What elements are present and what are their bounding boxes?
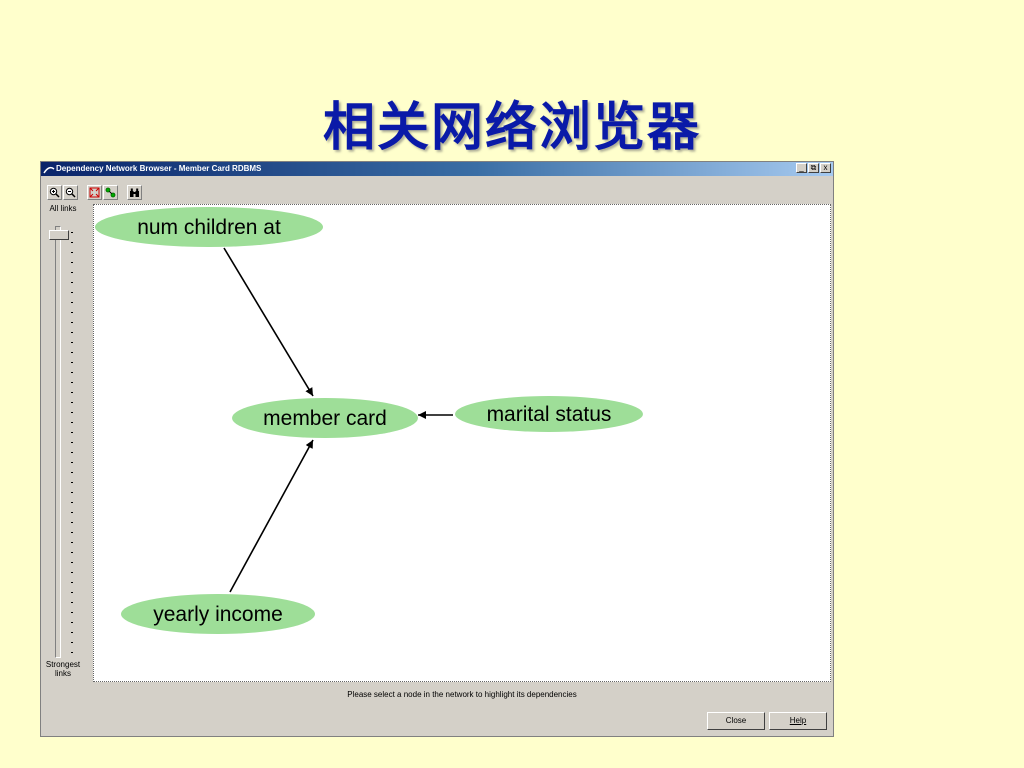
find-binoculars-icon [130,188,139,197]
zoom-in-icon [49,187,60,198]
node-member-card[interactable]: member card [232,398,418,438]
window-titlebar[interactable]: Dependency Network Browser - Member Card… [41,162,833,176]
status-text: Please select a node in the network to h… [347,690,577,699]
slider-bottom-label-line1: Strongest [45,660,81,669]
node-num-children[interactable]: num children at [95,207,323,247]
edge-num-children-to-member-card [223,247,314,397]
dependency-network-window: Dependency Network Browser - Member Card… [40,161,834,737]
node-ellipse[interactable] [455,396,643,432]
window-title: Dependency Network Browser - Member Card… [56,164,262,173]
node-label: marital status [487,403,612,426]
show-links-button[interactable] [103,184,118,200]
link-strength-slider[interactable] [55,226,61,658]
show-links-icon [105,187,116,197]
restore-button[interactable]: ⧉ [808,163,819,173]
minimize-button[interactable]: _ [796,163,807,173]
fit-to-window-icon [89,187,100,197]
node-ellipse[interactable] [232,398,418,438]
network-canvas[interactable]: num children at member card marital status… [93,204,831,682]
zoom-out-icon [65,187,76,198]
slider-top-label: All links [49,204,77,213]
slider-bottom-label: Strongest links [41,660,85,678]
node-label: num children at [137,216,281,239]
slide-title: 相关网络浏览器 [322,98,701,158]
help-button[interactable]: Help [769,712,827,730]
node-label: yearly income [153,603,283,626]
zoom-in-button[interactable] [47,184,62,200]
network-graph: num children at member card marital status… [95,207,643,634]
slider-bottom-label-line2: links [54,669,71,678]
fit-to-window-button[interactable] [87,184,102,200]
slider-ticks [71,232,74,653]
close-button[interactable]: Close [707,712,765,730]
node-marital-status[interactable]: marital status [455,396,643,432]
zoom-out-button[interactable] [63,184,78,200]
toolbar [47,184,143,200]
node-yearly-income[interactable]: yearly income [121,594,315,634]
slider-thumb[interactable] [49,230,69,240]
edge-yearly-income-to-member-card [229,439,314,593]
node-ellipse[interactable] [121,594,315,634]
find-button[interactable] [127,184,142,200]
node-ellipse[interactable] [95,207,323,247]
close-window-button[interactable]: x [820,163,831,173]
node-label: member card [263,407,387,430]
app-icon [43,166,55,174]
